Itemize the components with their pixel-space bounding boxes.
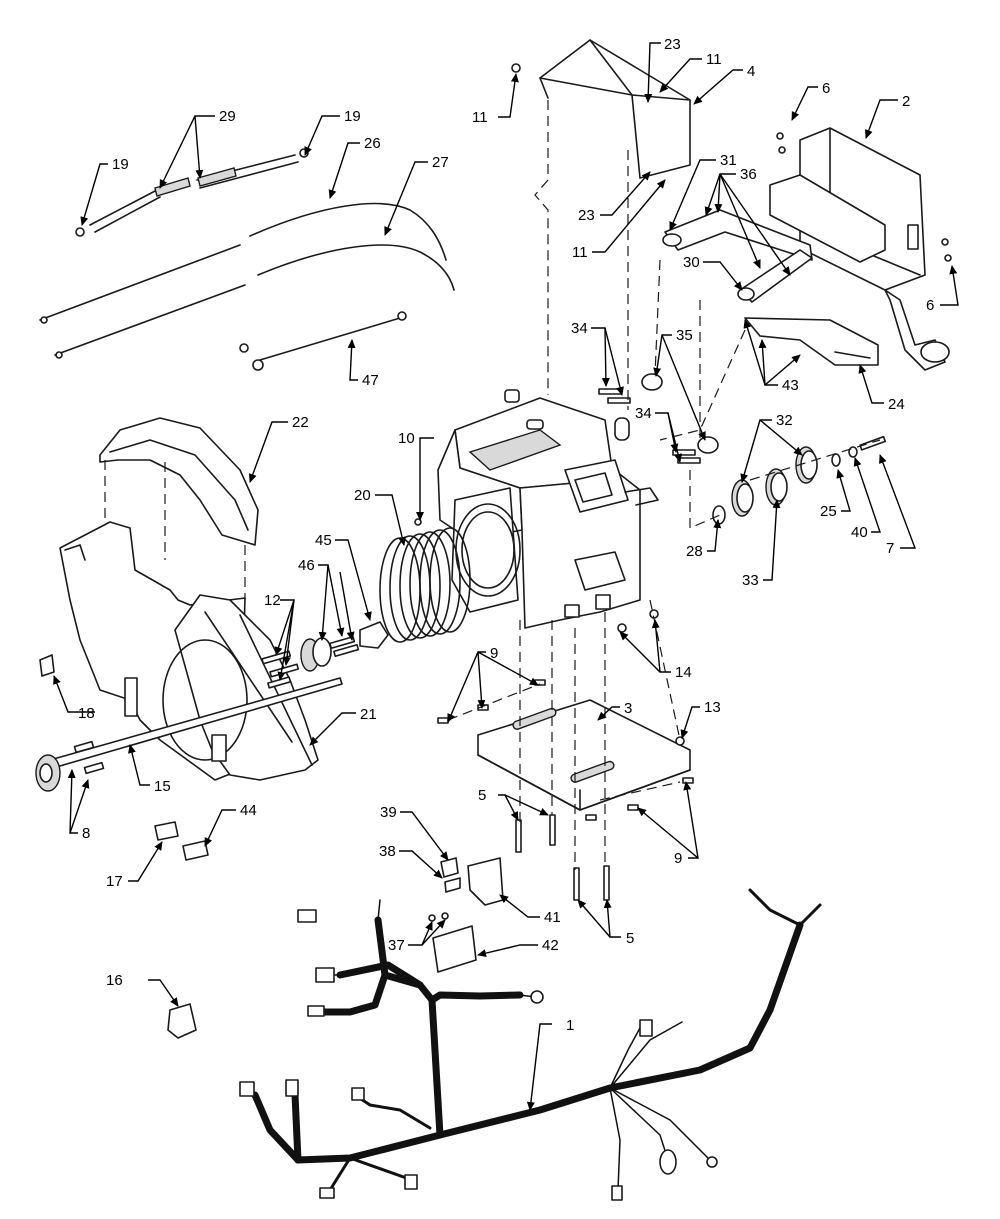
callout-24: 24: [888, 396, 905, 413]
control-cables: [39, 202, 455, 359]
callout-44: 44: [240, 802, 257, 819]
wiring-harness: [239, 888, 822, 1201]
callout-13: 13: [704, 699, 721, 716]
exhaust-gaskets: [641, 373, 719, 454]
callout-6: 6: [822, 80, 830, 97]
drive-shaft: [35, 677, 343, 792]
engine: [437, 389, 659, 629]
callout-19: 19: [112, 156, 129, 173]
electrical-components: [428, 857, 504, 973]
muffler-bracket: [744, 317, 879, 366]
blower-housing: [59, 521, 319, 781]
callout-23-mid: 23: [578, 207, 595, 224]
fuel-line: [75, 148, 309, 237]
shaft-hardware: [261, 621, 389, 689]
callout-34-lower: 34: [635, 405, 652, 422]
callout-21: 21: [360, 706, 377, 723]
callout-23: 23: [664, 36, 681, 53]
callout-29: 29: [219, 108, 236, 125]
callout-38: 38: [379, 843, 396, 860]
callout-17: 17: [106, 873, 123, 890]
callout-37: 37: [388, 937, 405, 954]
callout-11: 11: [472, 109, 488, 126]
callout-15: 15: [154, 778, 171, 795]
callout-6-right: 6: [926, 297, 934, 314]
callout-5: 5: [478, 787, 486, 804]
callout-33: 33: [742, 572, 759, 589]
callout-16: 16: [106, 972, 123, 989]
mounting-plate: [477, 699, 691, 811]
callout-43: 43: [782, 377, 799, 394]
callout-11-top: 11: [706, 51, 722, 68]
shroud-cover: [99, 417, 259, 546]
callout-18: 18: [78, 705, 95, 722]
callout-labels: 1 2 3 4 5 5 6 6 7 8 9 9 10 11 11 11 12 1…: [78, 36, 934, 1034]
callout-8: 8: [82, 825, 90, 842]
callout-39: 39: [380, 804, 397, 821]
callout-12: 12: [264, 592, 281, 609]
callout-41: 41: [544, 909, 561, 926]
callout-1: 1: [566, 1017, 574, 1034]
callout-46: 46: [298, 557, 315, 574]
callout-3: 3: [624, 700, 632, 717]
callout-leaders: [53, 42, 959, 1111]
exhaust-pipes: [662, 209, 813, 303]
callout-36: 36: [740, 166, 757, 183]
callout-35: 35: [676, 327, 693, 344]
pulley-stack: [712, 435, 887, 525]
callout-14: 14: [675, 664, 692, 681]
fasteners: [414, 63, 952, 901]
callout-40: 40: [851, 524, 868, 541]
callout-9-lower: 9: [674, 850, 682, 867]
ground-wire: [239, 311, 407, 371]
callout-32: 32: [776, 412, 793, 429]
callout-22: 22: [292, 414, 309, 431]
heat-shield: [539, 39, 691, 179]
callout-30: 30: [683, 254, 700, 271]
callout-45: 45: [315, 532, 332, 549]
callout-28: 28: [686, 543, 703, 560]
callout-7: 7: [886, 540, 894, 557]
callout-27: 27: [432, 154, 449, 171]
callout-25: 25: [820, 503, 837, 520]
callout-19-top: 19: [344, 108, 361, 125]
callout-10: 10: [398, 430, 415, 447]
callout-34: 34: [571, 320, 588, 337]
switches: [39, 654, 209, 1039]
callout-20: 20: [354, 487, 371, 504]
callout-11-mid: 11: [572, 244, 588, 261]
callout-47: 47: [362, 372, 379, 389]
callout-2: 2: [902, 93, 910, 110]
callout-5-lower: 5: [626, 930, 634, 947]
callout-9: 9: [490, 645, 498, 662]
callout-42: 42: [542, 937, 559, 954]
callout-31: 31: [720, 152, 737, 169]
callout-4: 4: [747, 63, 755, 80]
callout-26: 26: [364, 135, 381, 152]
